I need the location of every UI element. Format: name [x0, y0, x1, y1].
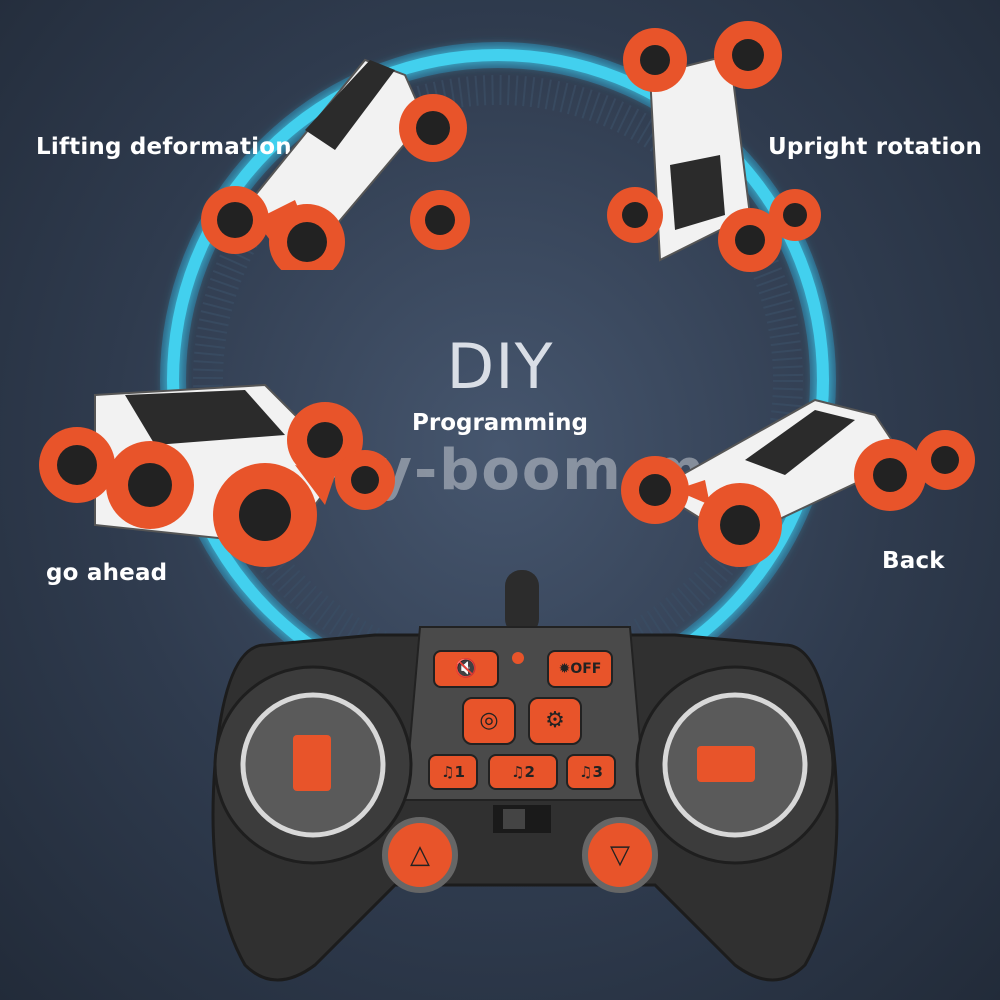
programming-subtitle: Programming [412, 410, 588, 436]
program-path-button-right[interactable]: ▽ [592, 827, 648, 883]
car-lifting-deformation [201, 58, 470, 270]
power-switch[interactable] [493, 805, 551, 833]
mute-button[interactable]: 🔇 [433, 650, 499, 688]
light-off-label: OFF [570, 661, 602, 677]
right-joystick[interactable] [665, 695, 805, 835]
music-note-icon: ♫ [579, 763, 593, 781]
mute-icon: 🔇 [454, 658, 478, 679]
car-back [621, 398, 975, 567]
triangle-path-icon: △ [410, 840, 430, 870]
label-go-ahead: go ahead [46, 560, 168, 586]
music-note-icon: ♫ [511, 763, 525, 781]
music-button-2[interactable]: ♫2 [488, 754, 558, 790]
label-back: Back [882, 548, 945, 574]
car-go-ahead [39, 383, 395, 567]
music-button-3[interactable]: ♫3 [566, 754, 616, 790]
settings-button[interactable]: ⚙ [528, 697, 582, 745]
bulb-icon: ✹ [558, 661, 571, 677]
gear-icon: ⚙ [545, 708, 565, 733]
triangle-path-icon: ▽ [610, 840, 630, 870]
music-button-2-label: 2 [524, 763, 535, 781]
left-joystick[interactable] [243, 695, 383, 835]
music-button-1[interactable]: ♫1 [428, 754, 478, 790]
light-off-button[interactable]: ✹OFF [547, 650, 613, 688]
label-lifting-deformation: Lifting deformation [36, 134, 292, 160]
film-button[interactable]: ◎ [462, 697, 516, 745]
music-button-3-label: 3 [592, 763, 603, 781]
car-upright-rotation [607, 21, 821, 272]
label-upright-rotation: Upright rotation [768, 134, 983, 160]
music-button-1-label: 1 [454, 763, 465, 781]
film-reel-icon: ◎ [479, 708, 499, 733]
diy-title: DIY [446, 330, 554, 403]
program-path-button-left[interactable]: △ [392, 827, 448, 883]
music-note-icon: ♫ [441, 763, 455, 781]
